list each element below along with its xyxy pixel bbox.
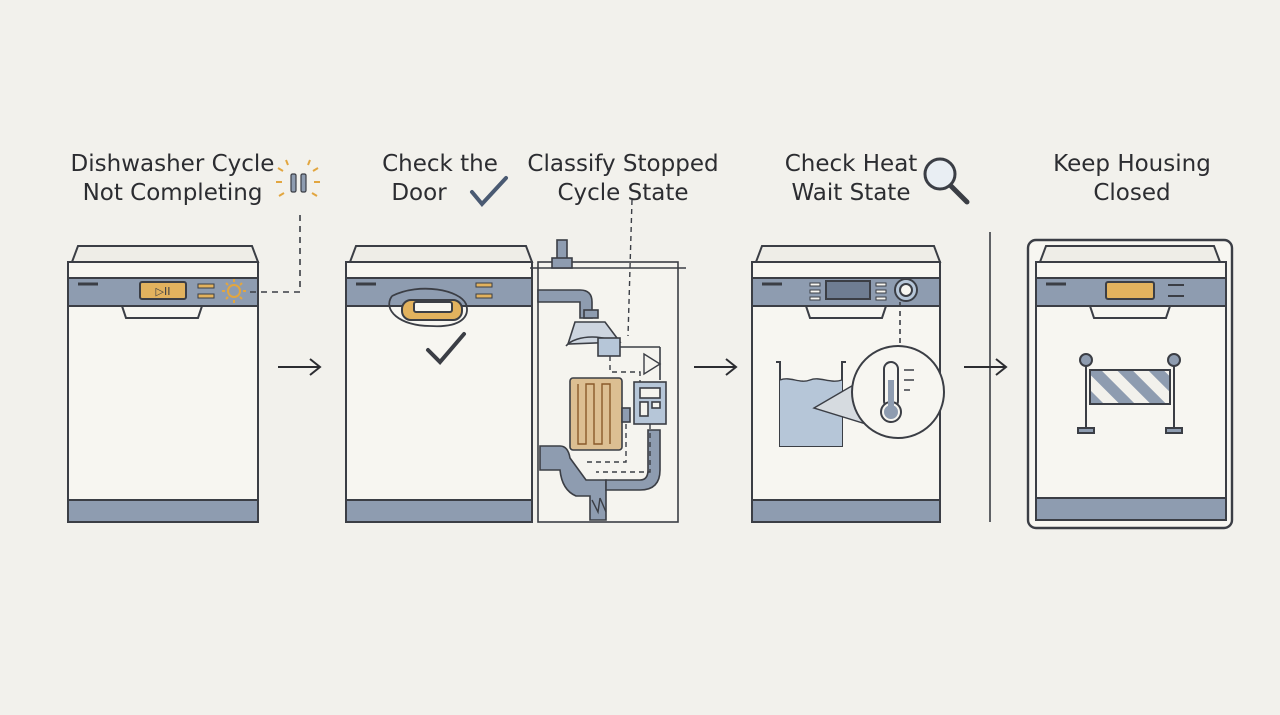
- connector-dashed-1: [250, 212, 301, 293]
- step-1-line-1: Dishwasher Cycle: [70, 151, 275, 177]
- dishwasher-2: [345, 245, 534, 523]
- dishwasher-1: ▷II: [67, 245, 260, 523]
- arrow-3: [964, 358, 1008, 376]
- step-5-label: Keep Housing Closed: [1044, 150, 1220, 208]
- wiring-dashed: [584, 199, 651, 473]
- sun-icon: [222, 279, 246, 303]
- step-2-line-1: Check the: [382, 151, 498, 177]
- step-3-line-2: Cycle State: [557, 180, 689, 206]
- barrier-icon: [1077, 353, 1183, 434]
- door-check-icon: [426, 332, 466, 365]
- step-2-line-2: Door: [391, 180, 447, 206]
- dishwasher-4: [751, 245, 945, 523]
- step-1-line-2: Not Completing: [82, 180, 263, 206]
- plumbing-panel: [530, 239, 686, 523]
- step-3-line-1: Classify Stopped: [527, 151, 719, 177]
- magnifier-icon: [923, 157, 970, 205]
- step-5-line-1: Keep Housing: [1053, 151, 1211, 177]
- flow-arrows: [591, 352, 662, 515]
- step-4-line-2: Wait State: [791, 180, 911, 206]
- step-3-label: Classify Stopped Cycle State: [520, 150, 726, 208]
- dishwasher-5: [1026, 238, 1234, 530]
- arrow-2: [694, 358, 738, 376]
- step-1-label: Dishwasher Cycle Not Completing: [60, 150, 285, 208]
- checkmark-icon: [470, 176, 508, 208]
- step-4-line-1: Check Heat: [784, 151, 918, 177]
- step-4-label: Check Heat Wait State: [778, 150, 924, 208]
- step-2-label: Check the Door: [372, 150, 508, 208]
- pause-icon: [276, 159, 320, 197]
- svg-text:▷II: ▷II: [156, 285, 171, 298]
- arrow-1: [278, 358, 322, 376]
- step-5-line-2: Closed: [1093, 180, 1171, 206]
